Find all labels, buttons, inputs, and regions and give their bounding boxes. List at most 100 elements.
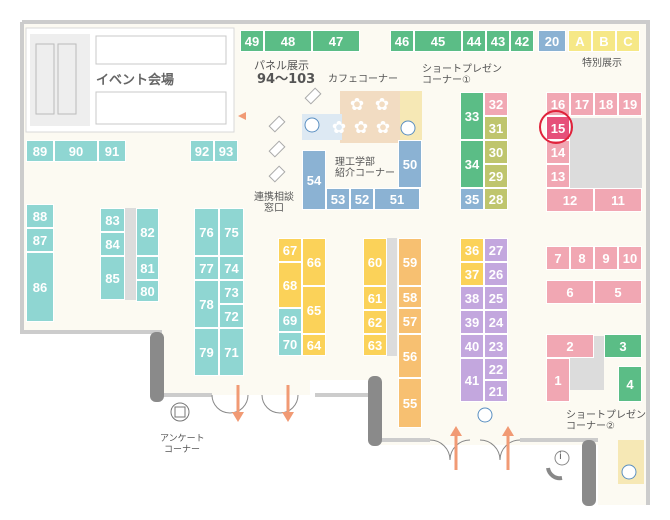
booth-C[interactable]: C (616, 30, 640, 52)
booth-52[interactable]: 52 (350, 188, 374, 210)
booth-39[interactable]: 39 (460, 310, 484, 334)
booth-88[interactable]: 88 (26, 204, 54, 228)
booth-12[interactable]: 12 (546, 188, 594, 212)
booth-83[interactable]: 83 (100, 208, 125, 232)
booth-61[interactable]: 61 (363, 286, 387, 310)
booth-9[interactable]: 9 (594, 246, 618, 270)
booth-57[interactable]: 57 (398, 308, 422, 334)
booth-19[interactable]: 19 (618, 92, 642, 116)
booth-93[interactable]: 93 (214, 140, 238, 162)
booth-82[interactable]: 82 (136, 208, 159, 256)
booth-29[interactable]: 29 (484, 164, 508, 188)
booth-3[interactable]: 3 (604, 334, 642, 358)
booth-71[interactable]: 71 (219, 328, 244, 376)
booth-34[interactable]: 34 (460, 140, 484, 188)
booth-74[interactable]: 74 (219, 256, 244, 280)
booth-60[interactable]: 60 (363, 238, 387, 286)
booth-78[interactable]: 78 (194, 280, 219, 328)
booth-25[interactable]: 25 (484, 286, 508, 310)
booth-A[interactable]: A (568, 30, 592, 52)
booth-89[interactable]: 89 (26, 140, 54, 162)
booth-84[interactable]: 84 (100, 232, 125, 256)
pillar (368, 376, 382, 446)
booth-31[interactable]: 31 (484, 116, 508, 140)
booth-54[interactable]: 54 (302, 150, 326, 210)
booth-2[interactable]: 2 (546, 334, 594, 358)
direction-arrows (232, 112, 514, 470)
booth-5[interactable]: 5 (594, 280, 642, 304)
booth-42[interactable]: 42 (510, 30, 534, 52)
booth-91[interactable]: 91 (98, 140, 126, 162)
booth-53[interactable]: 53 (326, 188, 350, 210)
booth-27[interactable]: 27 (484, 238, 508, 262)
booth-73[interactable]: 73 (219, 280, 244, 304)
booth-81[interactable]: 81 (136, 256, 159, 280)
booth-6[interactable]: 6 (546, 280, 594, 304)
booth-35[interactable]: 35 (460, 188, 484, 210)
booth-75[interactable]: 75 (219, 208, 244, 256)
booth-63[interactable]: 63 (363, 334, 387, 356)
booth-20[interactable]: 20 (538, 30, 566, 52)
booth-58[interactable]: 58 (398, 286, 422, 308)
booth-4[interactable]: 4 (618, 366, 642, 402)
booth-28[interactable]: 28 (484, 188, 508, 210)
booth-22[interactable]: 22 (484, 358, 508, 380)
pillar (150, 332, 164, 402)
booth-40[interactable]: 40 (460, 334, 484, 358)
booth-41[interactable]: 41 (460, 358, 484, 402)
booth-17[interactable]: 17 (570, 92, 594, 116)
booth-46[interactable]: 46 (390, 30, 414, 52)
booth-80[interactable]: 80 (136, 280, 159, 302)
booth-76[interactable]: 76 (194, 208, 219, 256)
booth-72[interactable]: 72 (219, 304, 244, 328)
booth-1[interactable]: 1 (546, 358, 570, 402)
booth-51[interactable]: 51 (374, 188, 420, 210)
pillar (582, 440, 596, 506)
booth-23[interactable]: 23 (484, 334, 508, 358)
booth-21[interactable]: 21 (484, 380, 508, 402)
booth-56[interactable]: 56 (398, 334, 422, 378)
booth-37[interactable]: 37 (460, 262, 484, 286)
booth-85[interactable]: 85 (100, 256, 125, 300)
booth-18[interactable]: 18 (594, 92, 618, 116)
booth-10[interactable]: 10 (618, 246, 642, 270)
booth-26[interactable]: 26 (484, 262, 508, 286)
booth-90[interactable]: 90 (54, 140, 98, 162)
booth-11[interactable]: 11 (594, 188, 642, 212)
booth-7[interactable]: 7 (546, 246, 570, 270)
booth-38[interactable]: 38 (460, 286, 484, 310)
booth-24[interactable]: 24 (484, 310, 508, 334)
booth-50[interactable]: 50 (398, 140, 422, 188)
booth-13[interactable]: 13 (546, 164, 570, 188)
booth-64[interactable]: 64 (302, 334, 326, 356)
booth-B[interactable]: B (592, 30, 616, 52)
booth-48[interactable]: 48 (264, 30, 312, 52)
short-presen-1-label-b: コーナー① (422, 75, 471, 86)
booth-79[interactable]: 79 (194, 328, 219, 376)
booth-36[interactable]: 36 (460, 238, 484, 262)
booth-92[interactable]: 92 (190, 140, 214, 162)
booth-68[interactable]: 68 (278, 262, 302, 308)
booth-70[interactable]: 70 (278, 332, 302, 356)
booth-14[interactable]: 14 (546, 140, 570, 164)
booth-86[interactable]: 86 (26, 252, 54, 322)
booth-33[interactable]: 33 (460, 92, 484, 140)
booth-8[interactable]: 8 (570, 246, 594, 270)
booth-62[interactable]: 62 (363, 310, 387, 334)
booth-43[interactable]: 43 (486, 30, 510, 52)
booth-45[interactable]: 45 (414, 30, 462, 52)
booth-67[interactable]: 67 (278, 238, 302, 262)
booth-77[interactable]: 77 (194, 256, 219, 280)
booth-30[interactable]: 30 (484, 140, 508, 164)
booth-87[interactable]: 87 (26, 228, 54, 252)
booth-59[interactable]: 59 (398, 238, 422, 286)
booth-49[interactable]: 49 (240, 30, 264, 52)
cafe-corner (340, 91, 400, 143)
booth-32[interactable]: 32 (484, 92, 508, 116)
booth-69[interactable]: 69 (278, 308, 302, 332)
booth-66[interactable]: 66 (302, 238, 326, 286)
booth-55[interactable]: 55 (398, 378, 422, 428)
booth-47[interactable]: 47 (312, 30, 360, 52)
booth-44[interactable]: 44 (462, 30, 486, 52)
booth-65[interactable]: 65 (302, 286, 326, 334)
